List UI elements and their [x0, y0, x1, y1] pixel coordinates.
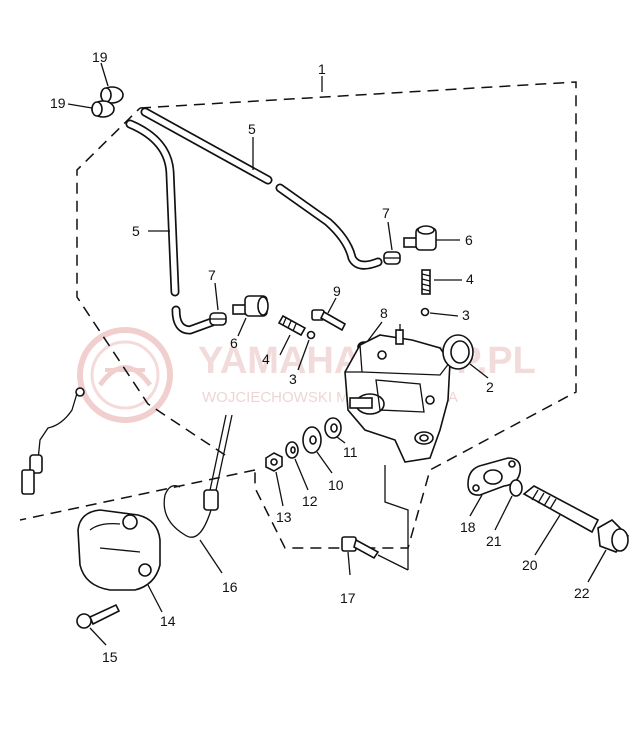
oil-seal-2 — [442, 334, 474, 370]
callout-22: 22 — [574, 585, 590, 601]
callout-16: 16 — [222, 579, 238, 595]
plate-washer-10 — [302, 426, 322, 454]
callout-18: 18 — [460, 519, 476, 535]
callout-21: 21 — [486, 533, 502, 549]
leader-22 — [587, 549, 607, 583]
callout-4-left: 4 — [262, 351, 270, 367]
oil-hose-5-short — [125, 119, 217, 335]
leader-6b — [237, 317, 247, 337]
screw-15 — [76, 603, 121, 629]
leader-11 — [336, 436, 346, 444]
leader-10 — [316, 451, 333, 474]
leader-19a — [100, 62, 109, 87]
callout-7-left: 7 — [208, 267, 216, 283]
leader-7b — [214, 282, 219, 311]
callout-2: 2 — [486, 379, 494, 395]
clip-7-right — [383, 251, 401, 265]
hose-clamp-19-lower — [91, 100, 115, 118]
leader-12 — [294, 458, 309, 491]
callout-5-top: 5 — [248, 121, 256, 137]
leader-21 — [494, 495, 513, 531]
leader-4b — [279, 334, 291, 356]
bolt-17 — [341, 536, 380, 560]
leader-3b — [297, 339, 310, 371]
leader-17 — [347, 551, 351, 576]
callout-5-left: 5 — [132, 223, 140, 239]
oil-pump-body — [344, 324, 451, 463]
oil-hose-5-long — [140, 107, 383, 270]
callout-12: 12 — [302, 493, 318, 509]
sensor-cable — [21, 387, 85, 495]
check-ball-3-left — [306, 330, 316, 340]
callout-14: 14 — [160, 613, 176, 629]
callout-3-right: 3 — [462, 307, 470, 323]
callout-6-right: 6 — [465, 232, 473, 248]
callout-15: 15 — [102, 649, 118, 665]
leader-13 — [275, 471, 284, 507]
callout-13: 13 — [276, 509, 292, 525]
elbow-fitting-6-right — [403, 225, 437, 251]
callout-7-right: 7 — [382, 205, 390, 221]
callout-6-left: 6 — [230, 335, 238, 351]
leader-7a — [387, 221, 393, 251]
gasket-18 — [467, 457, 522, 496]
leader-19b — [67, 103, 93, 109]
nut-13 — [265, 452, 283, 472]
callout-20: 20 — [522, 557, 538, 573]
clip-7-left — [209, 312, 227, 326]
callout-4-right: 4 — [466, 271, 474, 287]
callout-19-left: 19 — [50, 95, 66, 111]
bushing-22 — [597, 519, 630, 553]
leader-15 — [89, 627, 107, 646]
bolt-9 — [311, 309, 347, 332]
assembly-guide-line — [384, 465, 409, 570]
callout-3-left: 3 — [289, 371, 297, 387]
leader-9 — [327, 297, 337, 314]
o-ring-21 — [509, 479, 523, 497]
callout-10: 10 — [328, 477, 344, 493]
elbow-fitting-6-left — [232, 295, 269, 317]
leader-2 — [469, 363, 489, 379]
spring-4-right — [421, 269, 431, 295]
leader-8 — [366, 321, 383, 343]
watermark-logo — [77, 327, 173, 423]
hose-clamp-19-upper — [100, 86, 124, 104]
assembly-boundary — [19, 81, 577, 549]
control-cable-16 — [163, 414, 233, 538]
leader-14 — [147, 584, 163, 613]
callout-19-top: 19 — [92, 49, 108, 65]
callout-17: 17 — [340, 590, 356, 606]
spring-4-left — [277, 314, 307, 337]
callout-1: 1 — [318, 61, 326, 77]
pump-cover-14 — [77, 509, 161, 591]
callout-11: 11 — [343, 444, 358, 460]
lock-washer-12 — [285, 441, 299, 459]
callout-9: 9 — [333, 283, 341, 299]
washer-11 — [324, 417, 342, 439]
leader-16 — [199, 539, 223, 574]
check-ball-3-right — [420, 307, 430, 317]
leader-20 — [534, 514, 561, 556]
leader-18 — [469, 494, 483, 517]
callout-8: 8 — [380, 305, 388, 321]
leader-3a — [429, 312, 459, 317]
assembly-guide-line-2 — [377, 554, 409, 571]
drive-shaft-20 — [522, 485, 600, 534]
